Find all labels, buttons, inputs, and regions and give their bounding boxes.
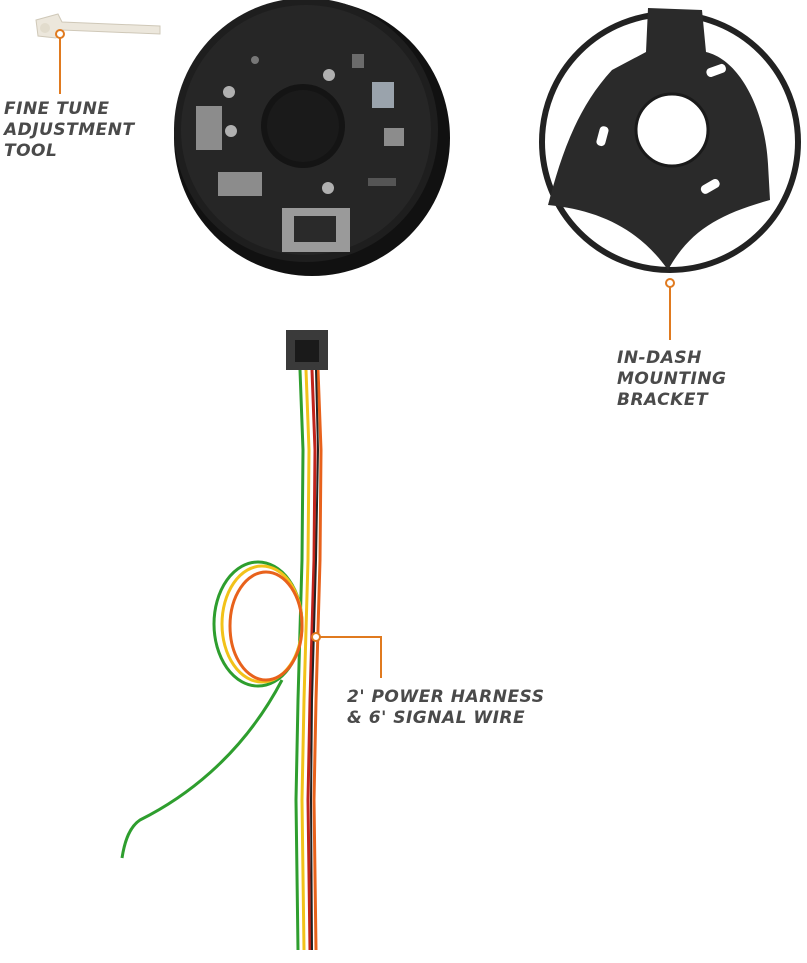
callout-line-tool: [55, 29, 65, 94]
callout-bracket-line-1: IN-DASH: [617, 348, 702, 368]
callout-harness-line-1: 2' POWER HARNESS: [347, 687, 545, 707]
gauge-body: [174, 0, 450, 276]
callout-adjustment-tool: FINE TUNE ADJUSTMENT TOOL: [4, 99, 135, 162]
callout-tool-line-1: FINE TUNE: [4, 99, 110, 119]
callout-tool-line-2: ADJUSTMENT: [4, 120, 135, 140]
callout-tool-line-3: TOOL: [4, 141, 58, 161]
callout-mounting-bracket: IN-DASH MOUNTING BRACKET: [617, 348, 727, 411]
callout-harness-line-2: & 6' SIGNAL WIRE: [347, 708, 526, 728]
callout-power-harness: 2' POWER HARNESS & 6' SIGNAL WIRE: [347, 687, 544, 729]
adjustment-tool: [35, 13, 161, 39]
callout-bracket-line-3: BRACKET: [617, 390, 709, 410]
mounting-bracket: [539, 8, 801, 273]
callout-line-harness: [311, 632, 382, 678]
callout-line-bracket: [665, 278, 675, 340]
callout-bracket-line-2: MOUNTING: [617, 369, 727, 389]
wire-harness: [120, 330, 328, 951]
